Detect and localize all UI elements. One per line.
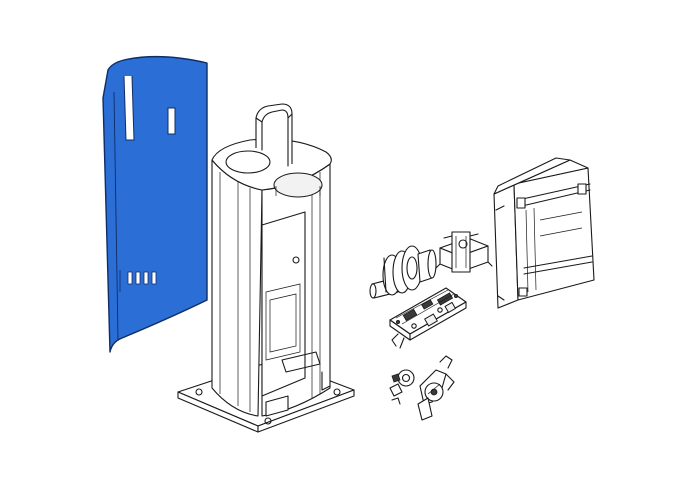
control-board[interactable] [389,287,467,349]
column-cabinet[interactable] [177,103,355,433]
transformer[interactable] [435,231,493,273]
pulley-shaft[interactable] [369,245,437,299]
junction-box[interactable] [493,157,595,309]
limit-cams[interactable] [389,355,455,421]
cover-panel[interactable] [102,55,208,353]
